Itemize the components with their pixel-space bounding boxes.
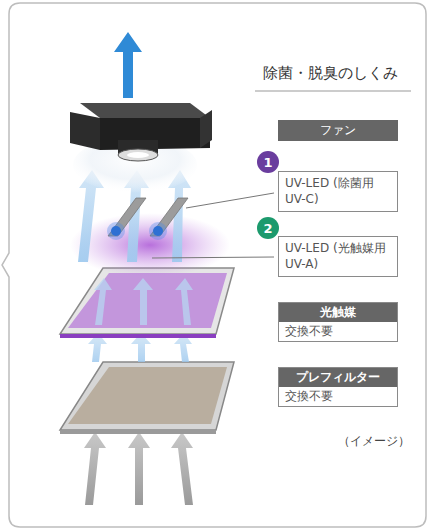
- part-box: プレフィルター交換不要: [278, 367, 398, 407]
- uv-led-rods: [107, 198, 188, 240]
- part-note: 交換不要: [279, 387, 397, 406]
- prefilter-plate: [60, 362, 234, 434]
- part-description: UV-LED (光触媒用UV-A): [285, 241, 391, 272]
- exhaust-arrow: [114, 32, 142, 98]
- air-arrows: [94, 278, 193, 325]
- fan-unit: [70, 103, 212, 161]
- part-box: 光触媒交換不要: [278, 302, 398, 342]
- part-name: 光触媒: [279, 303, 397, 322]
- leader-line: [186, 193, 274, 208]
- photocatalyst-plate: [60, 268, 234, 338]
- note: （イメージ）: [338, 433, 410, 450]
- callout-frame: [2, 3, 426, 527]
- callout-number: 1: [257, 151, 279, 173]
- part-name: プレフィルター: [279, 368, 397, 387]
- callout-number-text: 2: [263, 222, 272, 235]
- callout-number-text: 1: [263, 156, 272, 169]
- leader-line: [152, 257, 274, 258]
- title: 除菌・脱臭のしくみ: [263, 64, 398, 83]
- part-box: UV-LED (光触媒用UV-A): [278, 236, 398, 277]
- title-underline: [255, 91, 411, 92]
- part-name: ファン: [284, 123, 392, 138]
- uv-glow: [70, 213, 230, 277]
- part-note: 交換不要: [279, 322, 397, 341]
- part-label: ファン: [278, 120, 398, 141]
- part-description: UV-LED (除菌用UV-C): [285, 176, 391, 207]
- intake-arrows: [84, 432, 193, 505]
- callout-number: 2: [257, 217, 279, 239]
- part-box: UV-LED (除菌用UV-C): [278, 171, 398, 212]
